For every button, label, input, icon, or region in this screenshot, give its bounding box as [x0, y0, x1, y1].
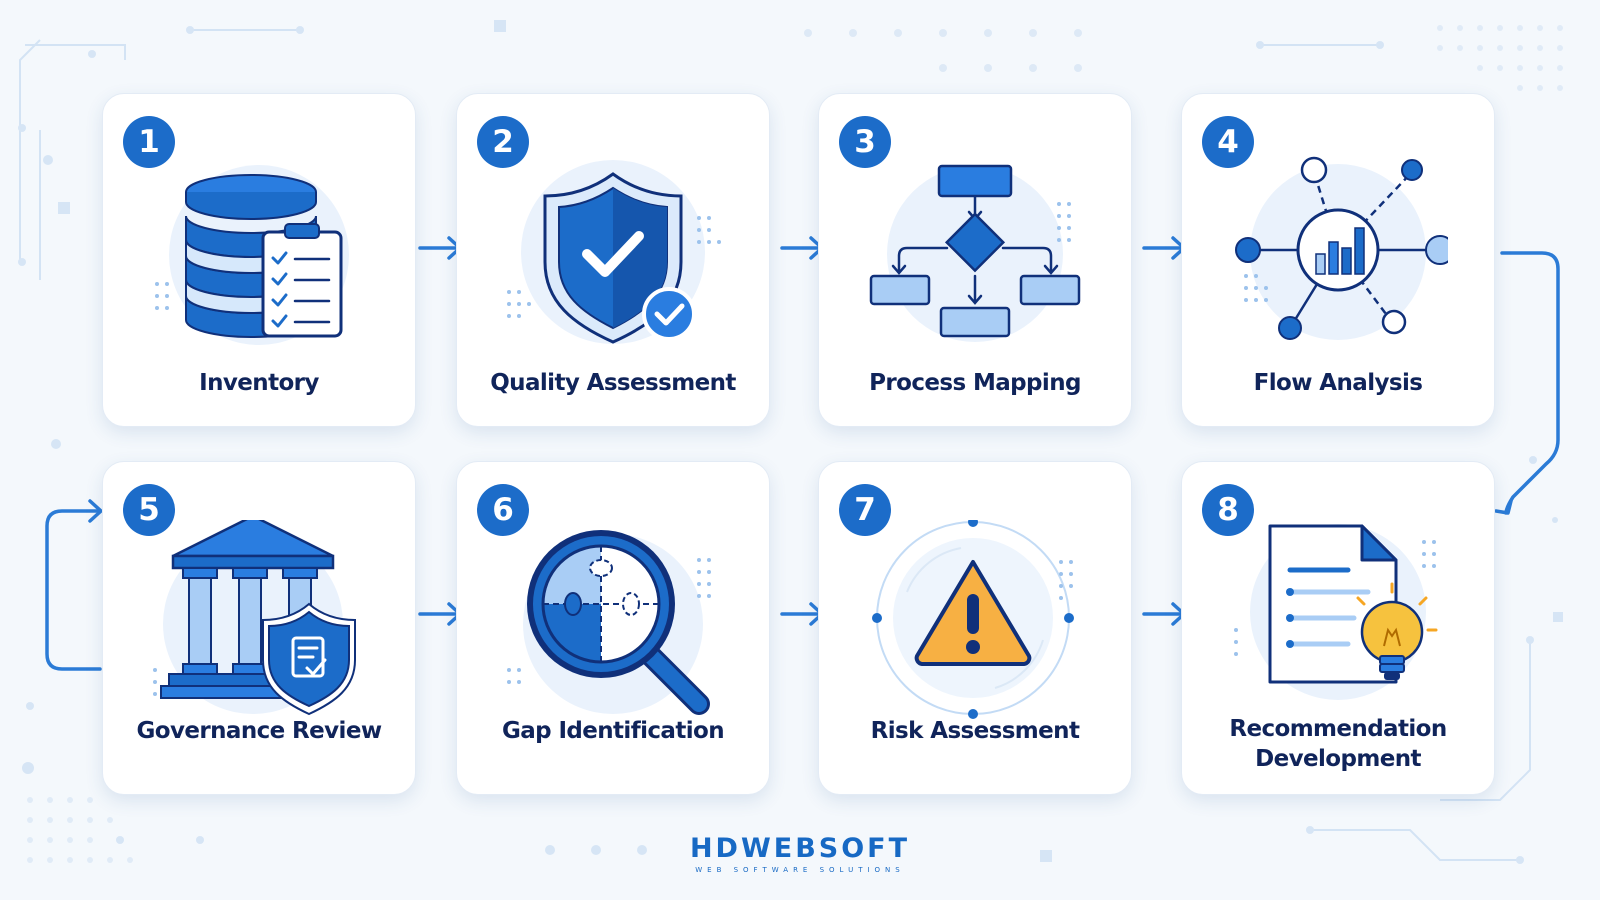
shield-check-icon: [507, 160, 721, 344]
step-label: Governance Review: [136, 718, 383, 744]
step-label: Risk Assessment: [870, 718, 1080, 744]
step-card-4[interactable]: 4 Flow Analysis: [1181, 93, 1495, 427]
step-number-badge: 8: [1202, 484, 1254, 536]
step-number-badge: 5: [123, 484, 175, 536]
step-label: Inventory: [199, 370, 319, 396]
step-card-3[interactable]: 3 Process Mapping: [818, 93, 1132, 427]
company-logo: HDWEBSOFT WEB SOFTWARE SOLUTIONS: [680, 834, 920, 875]
step-number-badge: 2: [477, 116, 529, 168]
step-label: Process Mapping: [869, 370, 1081, 396]
network-chart-icon: [1235, 156, 1448, 340]
document-lightbulb-icon: [1234, 524, 1438, 700]
step-number-badge: 7: [839, 484, 891, 536]
step-number-badge: 6: [477, 484, 529, 536]
step-label: Gap Identification: [501, 718, 725, 744]
step-label: Quality Assessment: [490, 370, 736, 396]
step-card-2[interactable]: 2 Quality Assessment: [456, 93, 770, 427]
government-building-shield-icon: [153, 520, 356, 716]
logo-name: HDWEBSOFT: [689, 833, 911, 864]
database-checklist-icon: [155, 165, 349, 345]
flowchart-icon: [869, 164, 1081, 342]
step-card-8[interactable]: 8 Recommendation Developme: [1181, 461, 1495, 795]
warning-triangle-icon: [872, 520, 1074, 719]
step-label: Recommendation Development: [1229, 716, 1447, 772]
step-number-badge: 3: [839, 116, 891, 168]
step-card-6[interactable]: 6 Gap Identification: [456, 461, 770, 795]
magnifier-puzzle-icon: [507, 530, 711, 715]
step-card-1[interactable]: 1 Inventory: [102, 93, 416, 427]
step-number-badge: 4: [1202, 116, 1254, 168]
step-number-badge: 1: [123, 116, 175, 168]
step-label: Flow Analysis: [1253, 370, 1423, 396]
logo-tagline: WEB SOFTWARE SOLUTIONS: [695, 866, 905, 874]
step-card-5[interactable]: 5 Governance Review: [102, 461, 416, 795]
step-card-7[interactable]: 7 Risk Assessment: [818, 461, 1132, 795]
